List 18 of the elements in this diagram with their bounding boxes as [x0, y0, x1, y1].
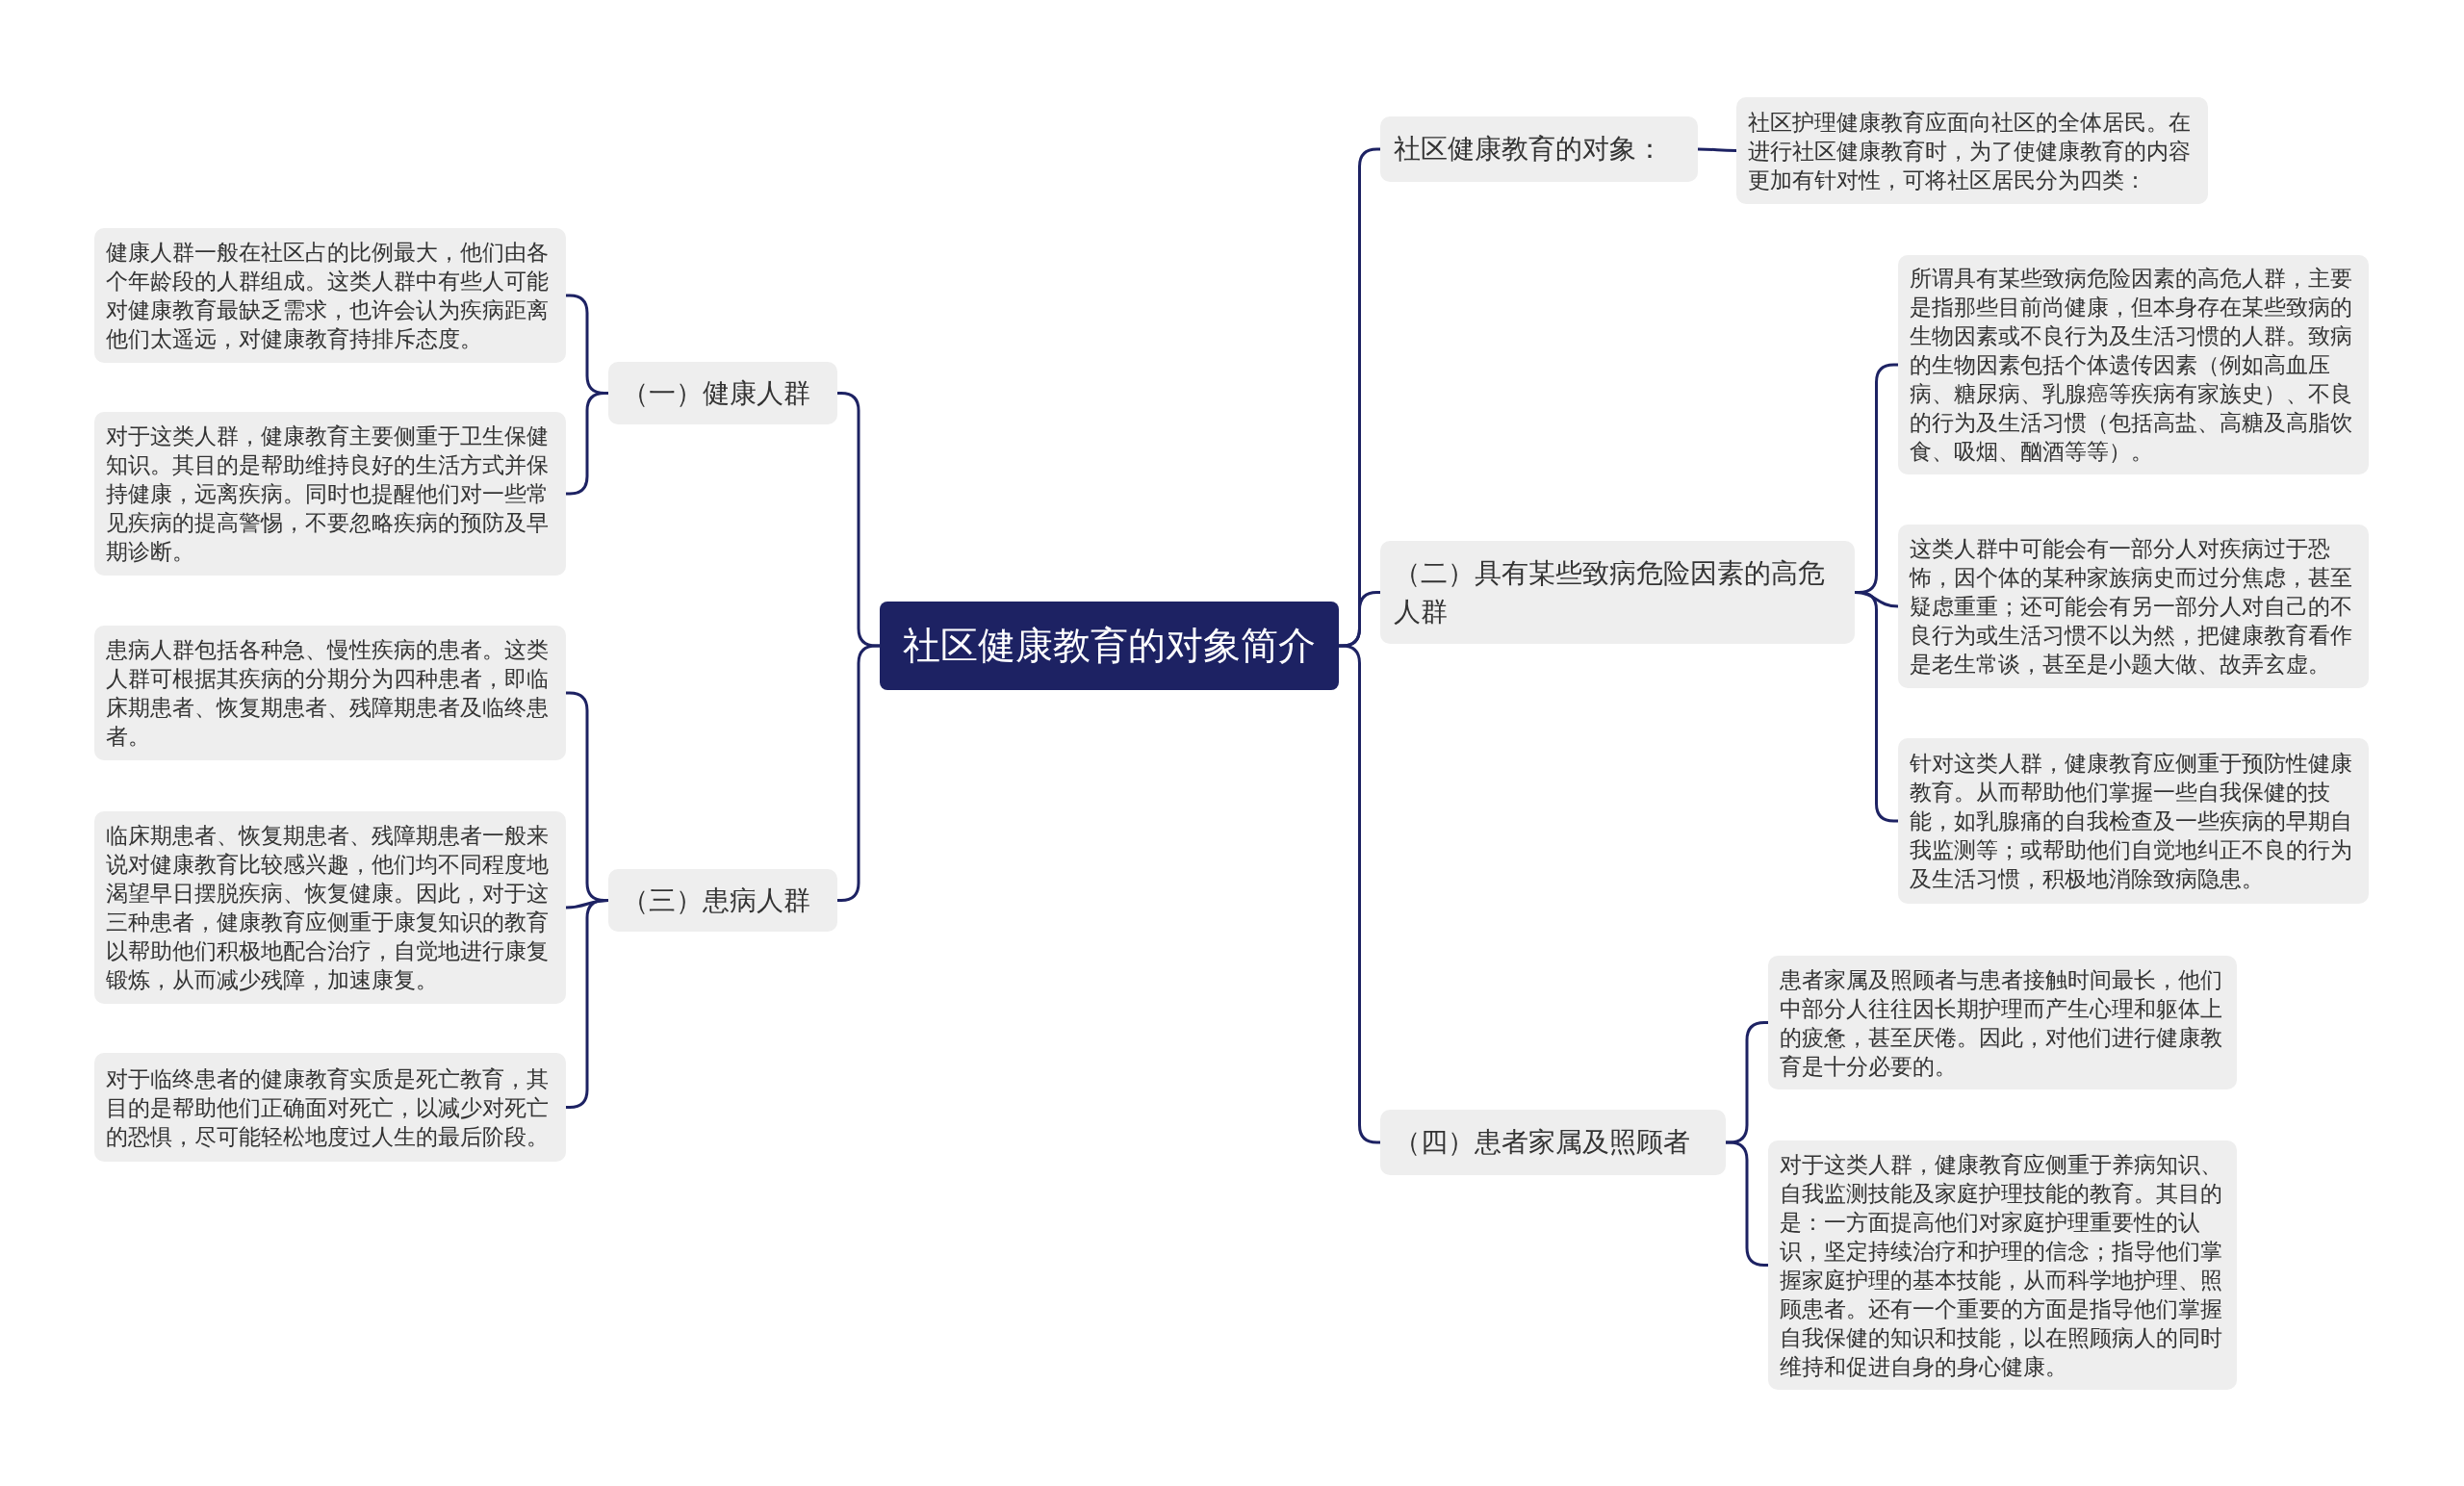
topic-box: （四）患者家属及照顾者	[1380, 1110, 1726, 1175]
note-box: 针对这类人群，健康教育应侧重于预防性健康教育。从而帮助他们掌握一些自我保健的技能，如乳腺痛的自我检查及一些疾病的早期自我监测等；或帮助他们自觉地纠正不良的行为及生活习惯，积极地消除致病隐患。	[1898, 738, 2369, 904]
note-box: 社区护理健康教育应面向社区的全体居民。在进行社区健康教育时，为了使健康教育的内容更加有针对性，可将社区居民分为四类：	[1736, 97, 2208, 204]
topic-box: （二）具有某些致病危险因素的高危人群	[1380, 541, 1855, 644]
note-box: 所谓具有某些致病危险因素的高危人群，主要是指那些目前尚健康，但本身存在某些致病的生物因素或不良行为及生活习惯的人群。致病的生物因素包括个体遗传因素（例如高血压病、糖尿病、乳腺癌等疾病有家族史）、不良的行为及生活习惯（包括高盐、高糖及高脂饮食、吸烟、酗酒等等）。	[1898, 255, 2369, 474]
note-box: 对于临终患者的健康教育实质是死亡教育，其目的是帮助他们正确面对死亡，以减少对死亡的恐惧，尽可能轻松地度过人生的最后阶段。	[94, 1053, 566, 1162]
note-box: 临床期患者、恢复期患者、残障期患者一般来说对健康教育比较感兴趣，他们均不同程度地渴望早日摆脱疾病、恢复健康。因此，对于这三种患者，健康教育应侧重于康复知识的教育以帮助他们积极地配合治疗，自觉地进行康复锻炼，从而减少残障，加速康复。	[94, 811, 566, 1004]
note-box: 患者家属及照顾者与患者接触时间最长，他们中部分人往往因长期护理而产生心理和躯体上的疲惫，甚至厌倦。因此，对他们进行健康教育是十分必要的。	[1768, 956, 2237, 1089]
topic-box: （一）健康人群	[608, 362, 837, 424]
central-topic-box: 社区健康教育的对象简介	[880, 602, 1339, 690]
topic-box: 社区健康教育的对象：	[1380, 116, 1698, 182]
note-box: 对于这类人群，健康教育应侧重于养病知识、自我监测技能及家庭护理技能的教育。其目的是：一方面提高他们对家庭护理重要性的认识，坚定持续治疗和护理的信念；指导他们掌握家庭护理的基本技能，从而科学地护理、照顾患者。还有一个重要的方面是指导他们掌握自我保健的知识和技能，以在照顾病人的同时维持和促进自身的身心健康。	[1768, 1140, 2237, 1390]
note-box: 这类人群中可能会有一部分人对疾病过于恐怖，因个体的某种家族病史而过分焦虑，甚至疑虑重重；还可能会有另一部分人对自己的不良行为或生活习惯不以为然，把健康教育看作是老生常谈，甚至是小题大做、故弄玄虚。	[1898, 525, 2369, 688]
note-box: 健康人群一般在社区占的比例最大，他们由各个年龄段的人群组成。这类人群中有些人可能对健康教育最缺乏需求，也许会认为疾病距离他们太遥远，对健康教育持排斥态度。	[94, 228, 566, 363]
topic-box: （三）患病人群	[608, 869, 837, 932]
connector-line	[1698, 147, 1736, 152]
note-box: 对于这类人群，健康教育主要侧重于卫生保健知识。其目的是帮助维持良好的生活方式并保持健康，远离疾病。同时也提醒他们对一些常见疾病的提高警惕，不要忽略疾病的预防及早期诊断。	[94, 412, 566, 576]
note-box: 患病人群包括各种急、慢性疾病的患者。这类人群可根据其疾病的分期分为四种患者，即临床期患者、恢复期患者、残障期患者及临终患者。	[94, 626, 566, 760]
